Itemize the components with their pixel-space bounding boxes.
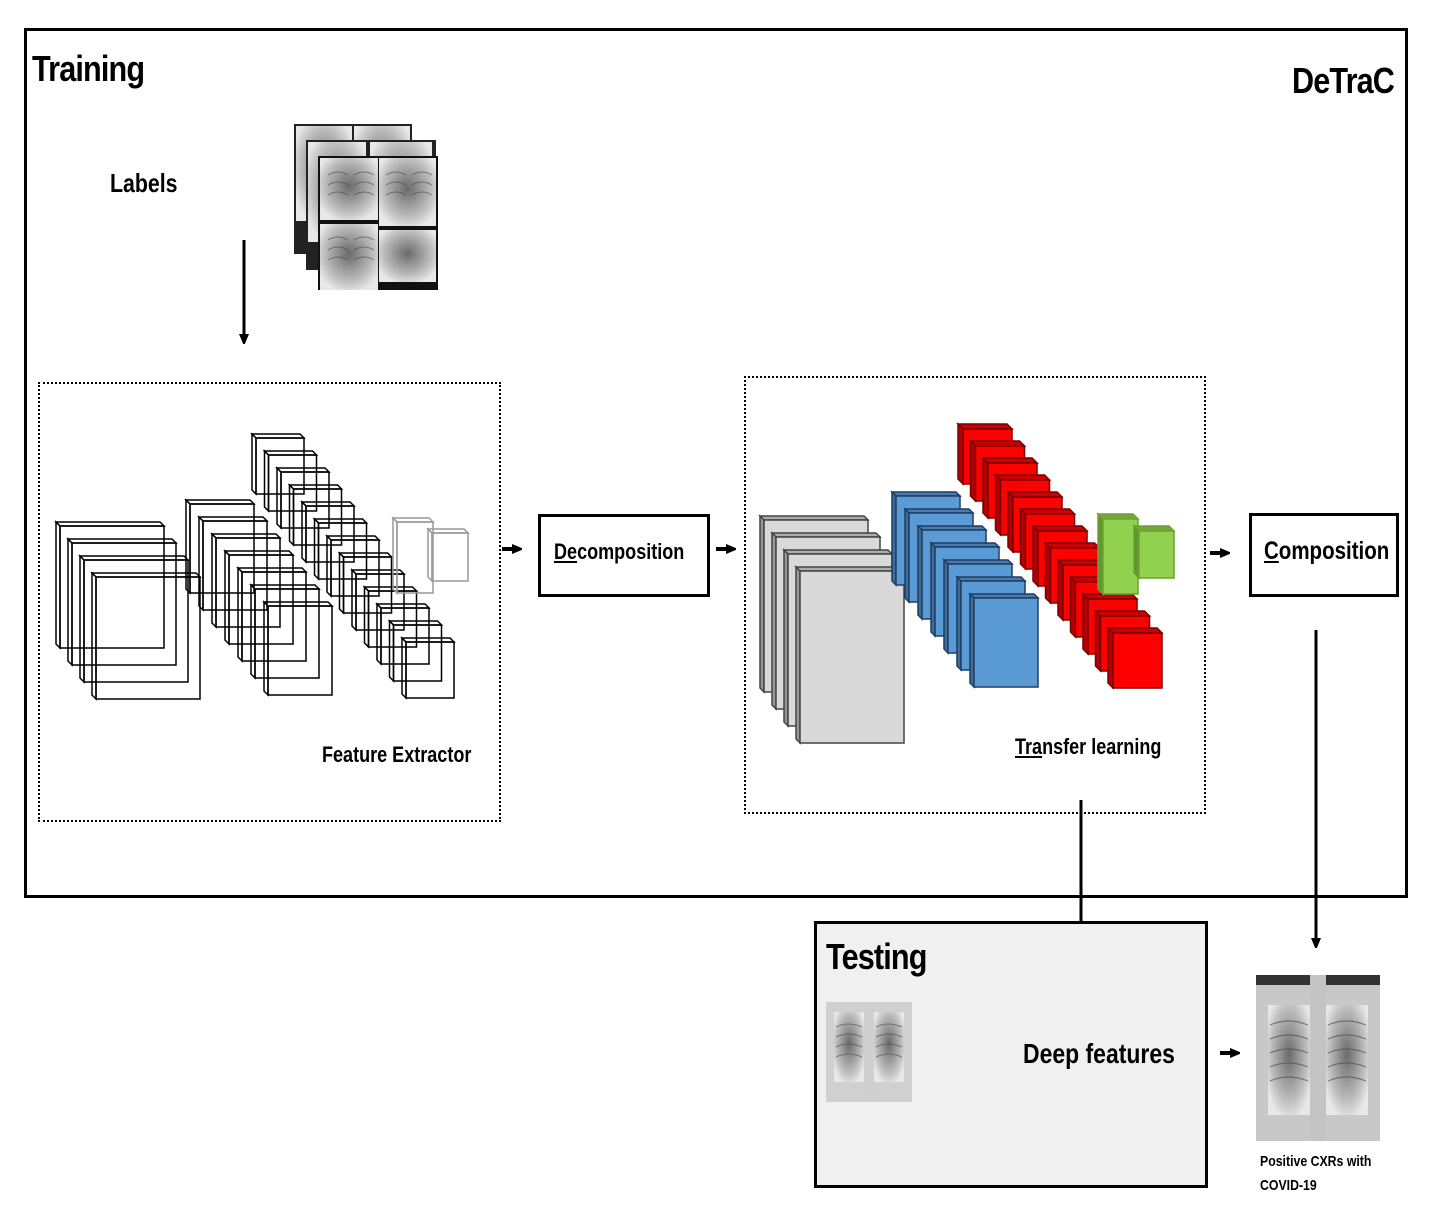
fe-conv1-layer — [78, 554, 190, 684]
output-caption-line2: COVID-19 — [1260, 1177, 1317, 1194]
xray-layer-front — [318, 156, 438, 290]
fe-conv3-layer — [400, 636, 456, 700]
tl-green-fc-layer — [1132, 524, 1176, 580]
fe-conv1-layer — [54, 520, 166, 650]
output-xray-image — [1256, 975, 1380, 1141]
transfer-learning-label: Transfer learning — [1015, 734, 1162, 759]
fe-conv3-layer — [312, 517, 369, 581]
composition-box: Composition — [1249, 513, 1399, 597]
fe-conv3-layer — [325, 534, 381, 598]
fe-conv3-layer — [375, 602, 431, 666]
output-caption-line1: Positive CXRs with — [1260, 1153, 1372, 1170]
fe-conv3-layer — [262, 449, 319, 513]
fe-conv3-layer — [387, 619, 444, 683]
labels-text: Labels — [110, 168, 178, 198]
testing-xray-image — [826, 1002, 912, 1102]
fe-conv2-layer — [197, 515, 269, 612]
fe-conv2-layer — [223, 549, 295, 646]
tl-green-fc-layer — [1096, 512, 1140, 596]
feature-extractor-box — [38, 382, 501, 822]
fe-conv3-layer — [337, 551, 394, 615]
fe-fc-layer — [391, 516, 435, 595]
composition-label: Composition — [1264, 537, 1390, 565]
xray-stack-images — [294, 124, 438, 290]
fe-conv1-layer — [66, 537, 178, 667]
tl-red-layer — [1106, 626, 1164, 690]
fe-conv2-layer — [184, 498, 256, 595]
training-frame — [24, 28, 1408, 898]
fe-conv3-layer — [287, 483, 344, 547]
fe-conv1-layer — [90, 571, 202, 701]
testing-title: Testing — [826, 936, 927, 977]
decomposition-label: Decomposition — [554, 539, 685, 564]
decomposition-box: Decomposition — [538, 514, 710, 597]
fe-conv3-layer — [300, 500, 356, 564]
feature-extractor-wireframe — [54, 432, 470, 701]
fe-conv3-layer — [250, 432, 306, 496]
output-caption: Positive CXRs with COVID-19 — [1260, 1150, 1371, 1198]
fe-conv3-layer — [275, 466, 331, 530]
fe-conv2-layer — [236, 566, 308, 663]
tl-blue-layer — [968, 592, 1040, 689]
method-title: DeTraC — [1292, 60, 1395, 101]
training-title: Training — [32, 48, 145, 89]
fe-conv3-layer — [350, 568, 406, 632]
feature-extractor-label: Feature Extractor — [322, 742, 472, 767]
transfer-learning-layers — [758, 422, 1176, 745]
tl-gray-layer — [794, 565, 906, 745]
fe-conv2-layer — [262, 600, 334, 697]
fe-fc-layer — [426, 527, 470, 583]
deep-features-label: Deep features — [1023, 1038, 1175, 1069]
transfer-learning-box — [744, 376, 1206, 814]
fe-conv2-layer — [249, 583, 321, 680]
fe-conv2-layer — [210, 532, 282, 629]
